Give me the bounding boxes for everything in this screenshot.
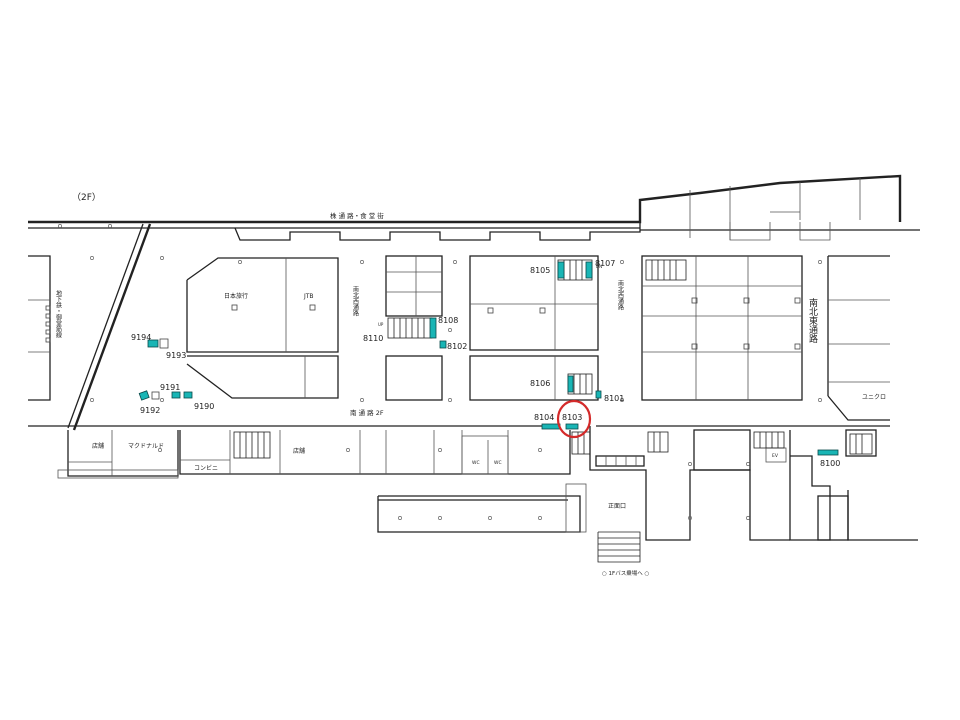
label-8106: 8106: [530, 379, 550, 388]
marker-9190[interactable]: [183, 391, 193, 399]
marker-8102[interactable]: [439, 340, 447, 349]
dn-label: DN: [596, 264, 602, 269]
convenience-label: コンビニ: [194, 464, 218, 472]
shop2-label: 店舗: [293, 447, 305, 455]
main-exit-label: 正面口: [608, 503, 626, 510]
marker-8106[interactable]: [567, 375, 574, 393]
mcdonalds-label: マクドナルド: [128, 443, 164, 450]
label-9194: 9194: [131, 333, 151, 342]
label-9193: 9193: [166, 351, 186, 360]
label-8100: 8100: [820, 459, 840, 468]
label-8110: 8110: [363, 334, 383, 343]
marker-8103[interactable]: [565, 423, 579, 430]
label-8104: 8104: [534, 413, 554, 422]
subway-label: 地下鉄・御堂筋線: [55, 289, 62, 338]
label-8101: 8101: [604, 394, 624, 403]
marker-9192[interactable]: [138, 390, 150, 401]
label-9192: 9192: [140, 406, 160, 415]
column-dots: [58, 224, 822, 520]
marker-8100[interactable]: [817, 449, 839, 456]
marker-8107[interactable]: [585, 261, 593, 279]
marker-9191[interactable]: [171, 391, 181, 399]
label-9190: 9190: [194, 402, 214, 411]
marker-8101[interactable]: [595, 390, 602, 399]
label-8108: 8108: [438, 316, 458, 325]
nw-corridor2-label: 南北西通路: [617, 279, 624, 311]
west-edge: [28, 223, 152, 431]
marker-9194[interactable]: [147, 339, 159, 348]
shop1-label: 店舗: [92, 442, 104, 450]
bus-note: ○ 1Fバス乗場へ ○: [602, 569, 649, 577]
floor-label: （2F）: [72, 192, 101, 203]
ne-corridor-label: 南北東通路: [807, 297, 818, 344]
up-label: UP: [378, 322, 384, 327]
wc2-label: WC: [494, 460, 502, 466]
station-labels: 9194 9193 9191 9192 9190 8108 8110 8102 …: [131, 259, 840, 468]
stairs-south: [233, 431, 873, 563]
label-8102: 8102: [447, 342, 467, 351]
label-8103: 8103: [562, 413, 582, 422]
subway-stair-marks: [45, 305, 51, 343]
top-corridor: [28, 174, 920, 241]
uniqlo-label: ユニクロ: [862, 394, 886, 401]
station-markers: [138, 261, 839, 456]
marker-8105[interactable]: [557, 261, 565, 279]
food-street-label: 株 通 路・食 堂 街: [330, 211, 384, 220]
highlight-circle: [556, 399, 592, 439]
ev-label: EV: [772, 453, 779, 459]
label-8105: 8105: [530, 266, 550, 275]
marker-8108[interactable]: [429, 317, 437, 339]
central-blocks: [186, 255, 890, 421]
jtb-label: JTB: [303, 293, 314, 300]
label-9191: 9191: [160, 383, 180, 392]
label-8107: 8107: [595, 259, 615, 268]
south-row: [28, 425, 918, 541]
nw-corridor-label: 南北西通路: [352, 285, 359, 317]
marker-8104[interactable]: [541, 423, 561, 430]
nippon-travel-label: 日本旅行: [224, 292, 248, 300]
south-corridor-label: 南 通 路 2F: [350, 408, 384, 417]
wc1-label: WC: [472, 460, 480, 466]
